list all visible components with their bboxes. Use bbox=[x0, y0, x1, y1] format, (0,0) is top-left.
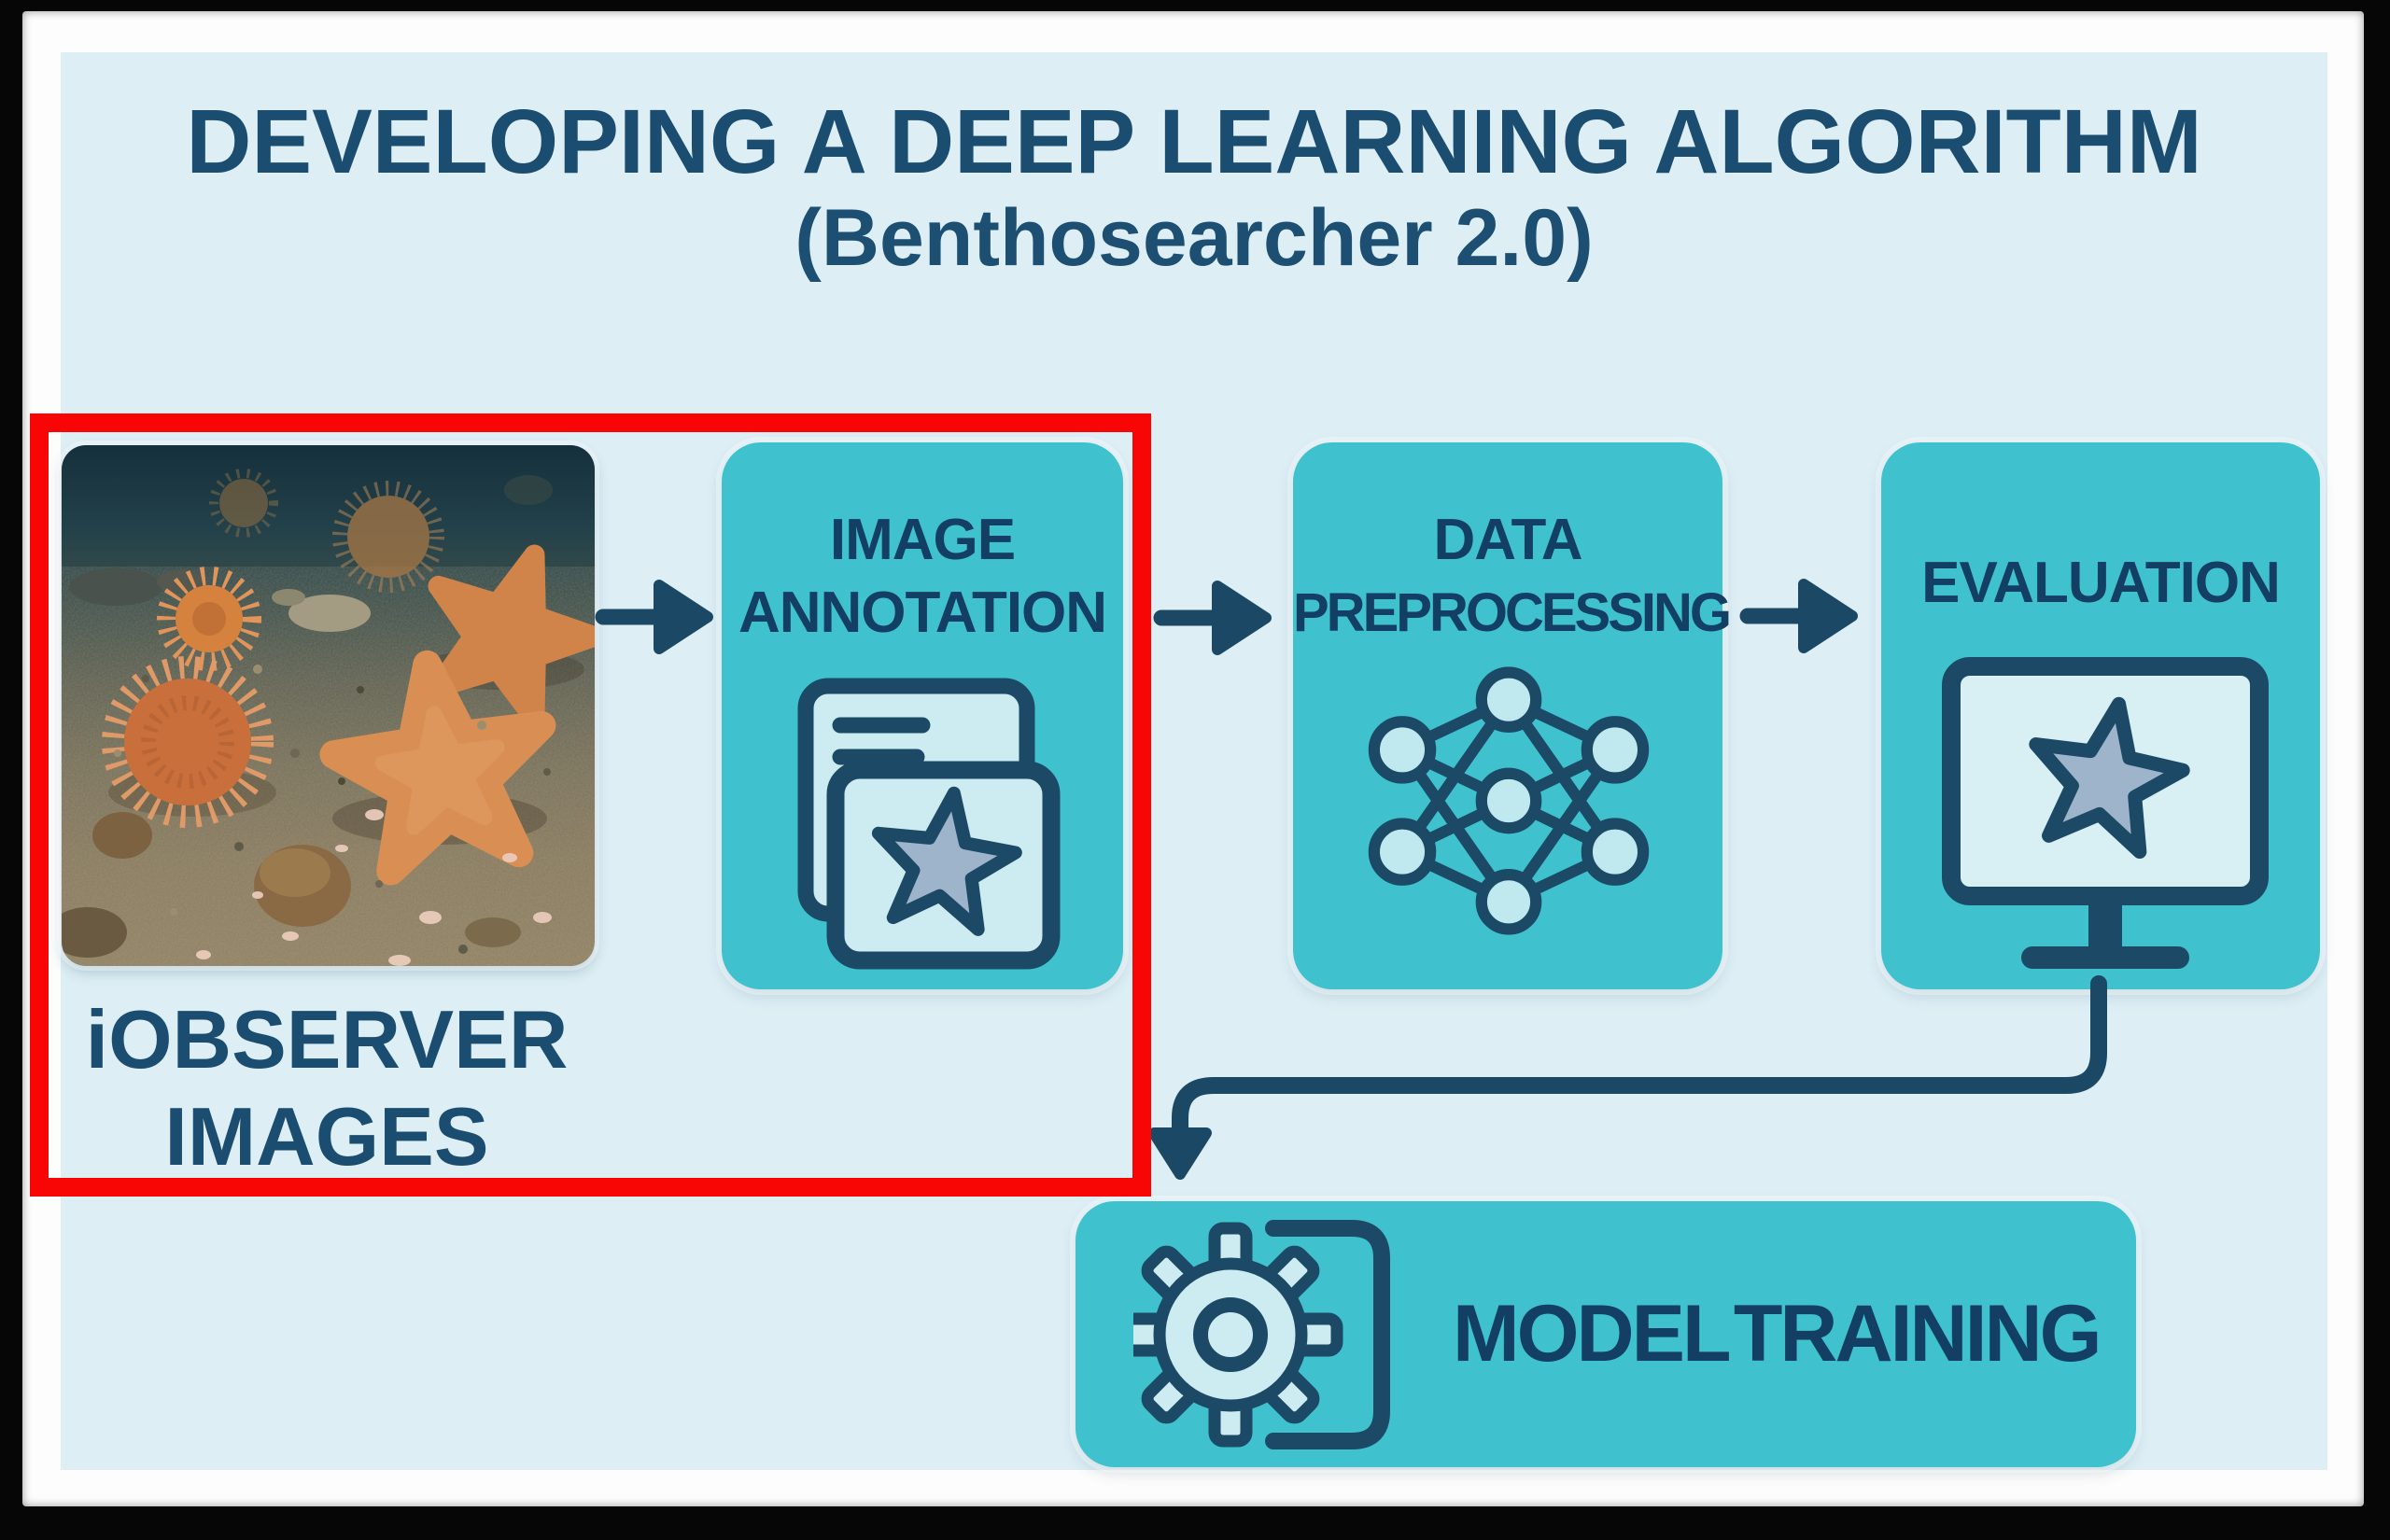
data-preprocessing-label: DATA PREPROCESSING bbox=[1293, 508, 1732, 643]
page-title: DEVELOPING A DEEP LEARNING ALGORITHM bbox=[186, 91, 2202, 192]
step-image-annotation: IMAGE ANNOTATION bbox=[722, 442, 1123, 989]
image-annotation-label: IMAGE ANNOTATION bbox=[738, 508, 1107, 645]
neural-network-icon bbox=[1368, 666, 1650, 935]
pebbles bbox=[114, 665, 551, 954]
evaluation-label: EVALUATION bbox=[1921, 551, 2281, 615]
bottom-stones bbox=[62, 812, 521, 958]
step-model-training: MODEL TRAINING bbox=[1076, 1201, 2136, 1467]
starfish-large bbox=[319, 650, 556, 886]
step-data-preprocessing: DATA PREPROCESSING bbox=[1293, 442, 1732, 989]
input-caption: iOBSERVER IMAGES bbox=[37, 991, 616, 1185]
shell-fragments bbox=[196, 809, 552, 966]
monitor-starfish-icon bbox=[1942, 657, 2269, 969]
seafloor-photo-illustration bbox=[62, 445, 595, 966]
starfish-small bbox=[416, 544, 595, 729]
seafloor-photo bbox=[62, 445, 595, 966]
gear-document-icon bbox=[1133, 1219, 1390, 1449]
input-caption-line2: IMAGES bbox=[164, 1090, 489, 1183]
page-subtitle: (Benthosearcher 2.0) bbox=[794, 193, 1594, 283]
model-training-label: MODEL TRAINING bbox=[1453, 1289, 2102, 1379]
large-sea-urchin bbox=[102, 656, 276, 828]
distant-urchins bbox=[209, 469, 553, 593]
input-caption-line1: iOBSERVER bbox=[85, 993, 569, 1085]
annotated-documents-icon bbox=[797, 678, 1061, 970]
sea-urchin bbox=[157, 567, 261, 671]
step-evaluation: EVALUATION bbox=[1881, 442, 2320, 989]
